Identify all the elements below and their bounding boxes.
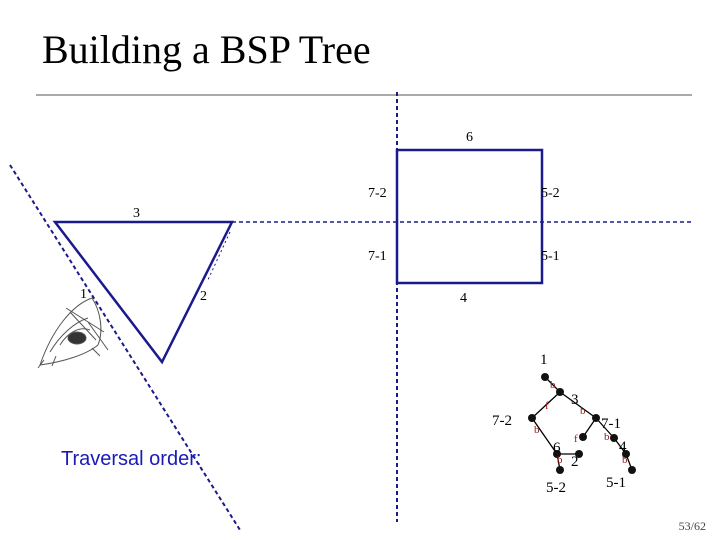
edge-label-7-2-b: b [534,424,540,436]
edge-label-3-f: f [545,400,549,412]
label-plane-6: 6 [466,130,473,145]
tree-label-root: 1 [540,352,548,368]
tree-label-7-2: 7-2 [492,413,512,429]
tree-label-4: 4 [619,439,627,455]
edge-label-6-b: b [557,454,563,466]
tree-node-2 [579,433,587,441]
edge-label-root-b: b [550,379,556,391]
label-seg-7-1: 7-1 [368,249,387,264]
label-plane-1: 1 [80,287,87,302]
edge-label-4-b: b [622,454,628,466]
square-shape [397,150,542,283]
plane-2-extension [207,232,230,282]
tree-label-5-1: 5-1 [606,475,626,491]
tree-node-4 [610,434,618,442]
edge-label-7-1-b: b [604,431,610,443]
edge-label-3-b: b [580,405,586,417]
plane-1-line [10,165,240,530]
label-plane-2: 2 [200,289,207,304]
label-plane-4: 4 [460,291,467,306]
viewer-eye-sketch [38,298,108,368]
edge-label-6-f: f [574,433,578,445]
tree-label-3: 3 [571,392,579,408]
tree-node-7-1 [592,414,600,422]
tree-label-7-1: 7-1 [601,416,621,432]
tree-label-5-2: 5-2 [546,480,566,496]
label-seg-5-2: 5-2 [541,186,560,201]
tree-node-3 [556,388,564,396]
page-number: 53/62 [679,519,706,534]
tree-label-2: 2 [571,454,579,470]
label-plane-3: 3 [133,206,140,221]
tree-node-5-2 [556,466,564,474]
traversal-order-label: Traversal order: [61,448,201,471]
label-seg-5-1: 5-1 [541,249,560,264]
tree-node-5-1-leaf [628,466,636,474]
label-seg-7-2: 7-2 [368,186,387,201]
tree-node-7-2 [528,414,536,422]
tree-node-root [541,373,549,381]
